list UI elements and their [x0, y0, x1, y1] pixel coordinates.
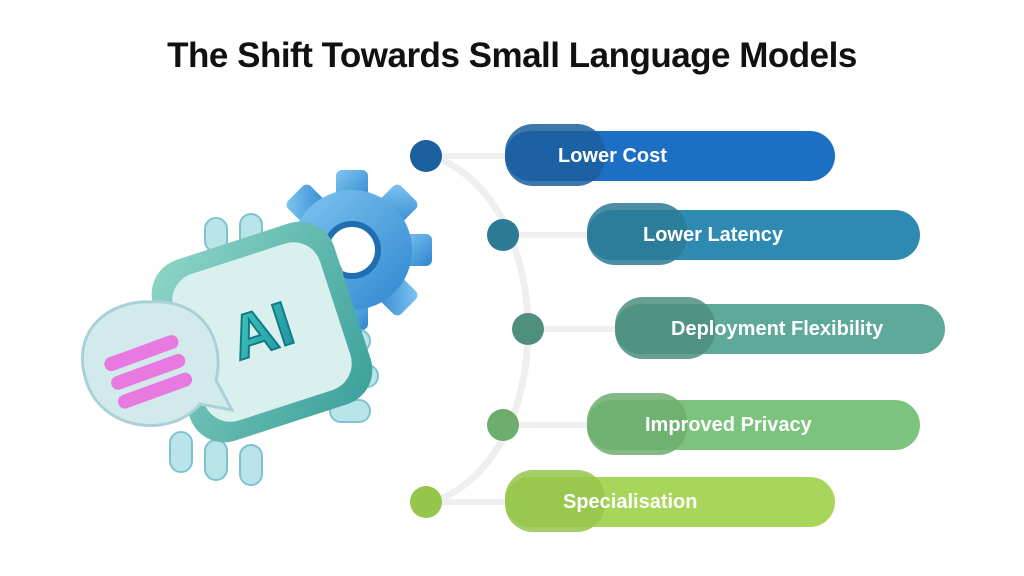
timeline-dot [487, 409, 519, 441]
item-pill-lower-cost [505, 124, 835, 186]
timeline-dot [512, 313, 544, 345]
item-pill-specialisation [505, 470, 835, 532]
connector-lines [440, 153, 618, 505]
ai-illustration: AI [80, 170, 432, 486]
item-label: Deployment Flexibility [671, 318, 884, 340]
page-title: The Shift Towards Small Language Models [167, 36, 857, 75]
item-pill-lower-latency [587, 203, 920, 265]
timeline-dot [410, 140, 442, 172]
timeline-dot [487, 219, 519, 251]
item-label: Improved Privacy [645, 414, 812, 436]
item-label: Lower Cost [558, 145, 667, 167]
timeline-dot [410, 486, 442, 518]
item-pill-deployment-flexibility [615, 297, 945, 359]
item-label: Lower Latency [643, 224, 784, 246]
chat-bubble-icon [80, 300, 235, 427]
item-pill-improved-privacy [587, 393, 920, 455]
item-label: Specialisation [563, 491, 698, 513]
